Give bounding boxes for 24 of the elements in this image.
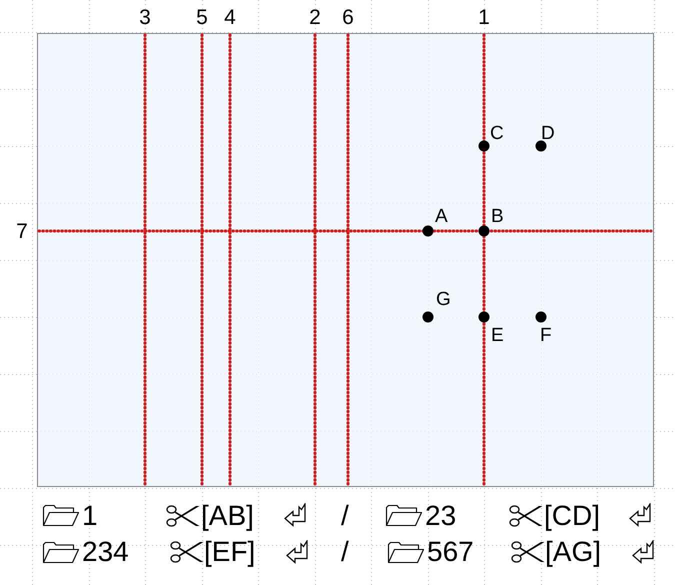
point-label: A bbox=[435, 207, 448, 226]
point-label: E bbox=[491, 326, 504, 345]
line-number: 4 bbox=[224, 7, 236, 28]
line-number: 7 bbox=[16, 221, 28, 242]
line-number: 5 bbox=[196, 7, 208, 28]
line-number: 1 bbox=[478, 7, 490, 28]
number-label: 1 bbox=[82, 502, 98, 530]
point-pair-label: [AG] bbox=[545, 538, 602, 566]
line-number: 3 bbox=[139, 7, 151, 28]
slash-separator: / bbox=[341, 538, 349, 566]
point-pair-label: [CD] bbox=[544, 502, 600, 530]
point-label: F bbox=[540, 326, 552, 345]
point-label: B bbox=[491, 207, 504, 226]
point-label: G bbox=[436, 290, 451, 309]
point-pair-label: [EF] bbox=[204, 538, 256, 566]
number-label: 234 bbox=[82, 538, 129, 566]
point-pair-label: [AB] bbox=[201, 502, 254, 530]
slash-separator: / bbox=[341, 502, 349, 530]
point-label: C bbox=[490, 124, 504, 143]
number-label: 567 bbox=[427, 538, 474, 566]
number-label: 23 bbox=[425, 502, 456, 530]
point-label: D bbox=[541, 124, 555, 143]
line-number: 6 bbox=[342, 7, 354, 28]
line-number: 2 bbox=[309, 7, 321, 28]
